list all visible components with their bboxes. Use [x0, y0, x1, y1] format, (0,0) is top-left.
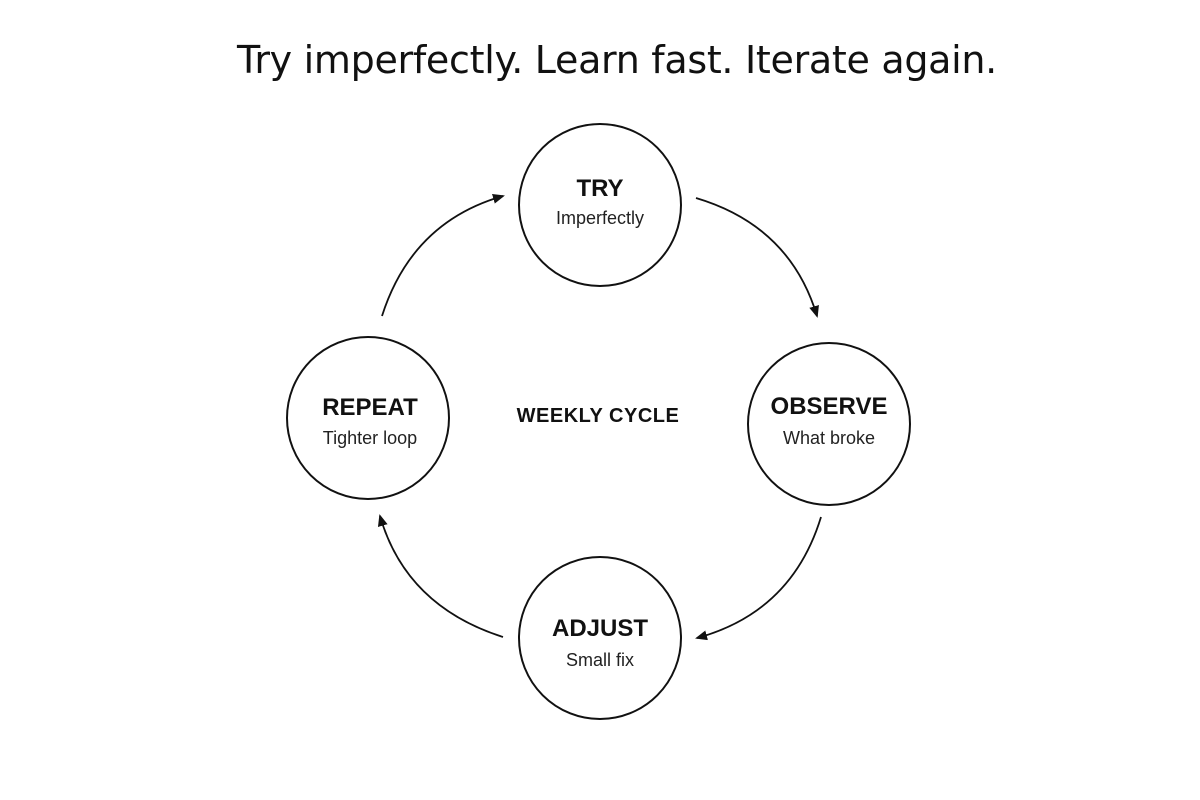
node-observe-circle	[747, 342, 911, 506]
node-observe-subtitle: What broke	[783, 428, 875, 448]
node-repeat-title: REPEAT	[322, 394, 418, 421]
arrow-try-to-observe	[695, 197, 819, 318]
node-adjust-circle	[518, 556, 682, 720]
arrow-adjust-to-repeat	[377, 514, 504, 638]
arrow-observe-to-adjust	[695, 516, 822, 641]
arrow-repeat-to-try	[381, 193, 505, 317]
node-repeat-circle	[286, 336, 450, 500]
node-repeat: REPEAT Tighter loop	[286, 336, 450, 500]
node-repeat-subtitle: Tighter loop	[323, 428, 417, 448]
node-observe-title: OBSERVE	[771, 393, 888, 420]
node-try-subtitle: Imperfectly	[556, 208, 644, 228]
node-try: TRY Imperfectly	[518, 123, 682, 287]
node-adjust: ADJUST Small fix	[518, 556, 682, 720]
node-adjust-title: ADJUST	[552, 615, 648, 642]
cycle-arrows	[377, 193, 822, 641]
node-try-circle	[518, 123, 682, 287]
node-adjust-subtitle: Small fix	[566, 650, 634, 670]
cycle-nodes: TRY Imperfectly OBSERVE What broke ADJUS…	[286, 123, 911, 720]
node-observe: OBSERVE What broke	[747, 342, 911, 506]
center-label: WEEKLY CYCLE	[517, 405, 680, 427]
page-title: Try imperfectly. Learn fast. Iterate aga…	[237, 38, 997, 82]
node-try-title: TRY	[576, 175, 623, 202]
